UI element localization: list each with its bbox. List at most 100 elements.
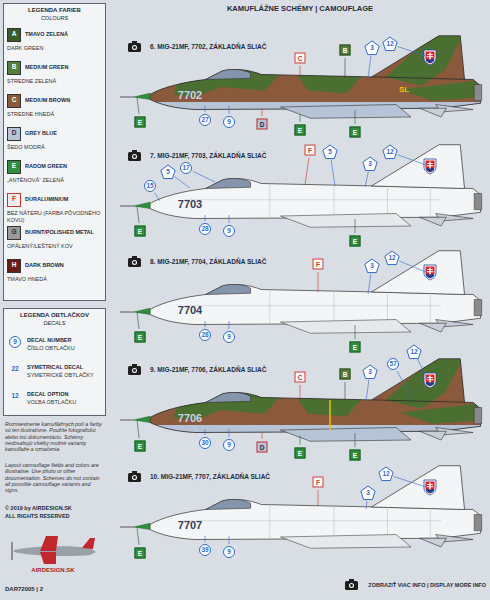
note-text: ALL RIGHTS RESERVED	[5, 513, 105, 520]
leader-line	[300, 114, 301, 122]
color-callout: E	[135, 548, 146, 559]
decal-callout: 28	[199, 223, 211, 235]
note-text: 8. MIG-21MF, 7704, ZÁKLADŇA SLIAČ	[150, 258, 266, 266]
decal-callout: 9	[223, 331, 235, 343]
leader-line	[137, 312, 139, 329]
legend-text: DURALUMINIUM	[25, 196, 68, 203]
camera-icon	[128, 150, 141, 161]
coat-of-arms	[424, 265, 436, 280]
color-callout: D	[257, 119, 268, 130]
legend-text: SYMETRICAL DECAL	[27, 364, 83, 371]
color-callout: C	[295, 372, 306, 383]
color-callout: E	[295, 125, 306, 136]
color-callout: F	[313, 477, 324, 488]
leader-line	[154, 193, 160, 201]
leader-line	[262, 108, 263, 116]
leader-line	[205, 106, 206, 112]
note-text: TMAVO HNEDÁ	[7, 276, 104, 283]
aircraft-profile	[120, 355, 484, 443]
leader-line	[137, 527, 139, 545]
pentagon-outline	[361, 486, 375, 500]
decal-callout: 3	[361, 486, 375, 500]
leader-line	[137, 420, 139, 438]
decal-callout: 39	[199, 544, 211, 556]
color-callout: E	[135, 226, 146, 237]
leader-line	[398, 155, 426, 165]
leader-line	[229, 536, 230, 544]
color-callout: E	[135, 332, 146, 343]
color-callout: B	[340, 45, 351, 56]
legend-text: BURNT/POLISHED METAL	[25, 229, 94, 236]
swatch-letter: B	[7, 61, 21, 75]
swatch-letter: A	[7, 28, 21, 42]
note-text: STREDNE ZELENÁ	[7, 78, 104, 85]
leader-line	[366, 380, 369, 401]
pentagon-outline	[383, 145, 397, 159]
pentagon-outline	[365, 259, 379, 273]
color-callout: E	[295, 448, 306, 459]
leader-line	[229, 106, 230, 114]
swatch-letter: E	[7, 160, 21, 174]
note-text: VOĽBA OBTLAČKU	[27, 399, 105, 406]
note-text: „ANTÉNOVÁ“ ZELENÁ	[7, 177, 104, 184]
leader-line	[318, 490, 319, 506]
color-callout: D	[257, 442, 268, 453]
color-callout: E	[350, 127, 361, 138]
leader-line	[355, 433, 356, 447]
aircraft-profile	[120, 251, 482, 334]
note-text: DAR72005 | 2	[5, 586, 43, 593]
note-text: STREDNE HNEDÁ	[7, 111, 104, 118]
panel-heading: COLOURS	[4, 15, 105, 22]
color-callout: F	[313, 259, 324, 270]
decal-callout: 27	[199, 114, 211, 126]
camera-icon	[128, 256, 141, 267]
leader-line	[174, 177, 190, 188]
leader-line	[345, 382, 346, 401]
leader-line	[205, 429, 206, 435]
page-title: KAMUFLÁŽNE SCHÉMY | CAMOUFLAGE	[227, 4, 373, 13]
serial-number: 7704	[178, 304, 202, 317]
decal-callout: 9	[223, 225, 235, 237]
leader-line	[397, 371, 412, 398]
serial-number: 7706	[178, 412, 202, 425]
note-text: 9. MIG-21MF, 7706, ZÁKLADŇA SLIAČ	[150, 366, 266, 374]
note-text: ŠEDO MODRÁ	[7, 144, 104, 151]
leader-line	[368, 274, 371, 294]
leader-line	[229, 321, 230, 329]
pentagon-outline	[363, 365, 377, 379]
note-text: SL	[399, 85, 409, 95]
leader-line	[355, 325, 356, 339]
decal-callout: 9	[9, 336, 21, 348]
decal-callout: 22	[8, 362, 22, 376]
leader-line	[394, 476, 426, 487]
leader-line	[205, 321, 206, 327]
leader-line	[262, 432, 263, 439]
legend-text: MEDIUM GREEN	[25, 64, 68, 71]
note-text: © 2019 by AIRDESIGN.SK	[5, 505, 105, 512]
decal-callout: 9	[223, 116, 235, 128]
serial-number: 7702	[178, 89, 202, 102]
leader-line	[331, 160, 335, 186]
swatch-letter: H	[7, 259, 21, 273]
pentagon-outline	[379, 467, 393, 481]
aircraft-profile	[120, 145, 482, 228]
leader-line	[137, 97, 139, 114]
pentagon-outline	[161, 165, 175, 179]
decal-callout: 28	[199, 329, 211, 341]
color-callout: E	[350, 342, 361, 353]
note-text: SYMETRICKÉ OBTLAČKY	[27, 372, 105, 379]
decal-callout: 12	[407, 345, 421, 359]
legend-text: DECAL OPTION	[27, 391, 68, 398]
note-text: ZOBRAZIŤ VIAC INFO | DISPLAY MORE INFO	[368, 582, 486, 589]
note-text: BEZ NÁTERU (FARBA PÔVODNÉHO KOVU)	[7, 210, 104, 223]
leader-line	[355, 219, 356, 233]
leader-line	[318, 272, 319, 292]
leader-line	[193, 171, 215, 182]
decal-callout: 3	[365, 41, 379, 55]
swatch-letter: F	[7, 193, 21, 207]
pentagon-outline	[323, 145, 337, 159]
camera-icon	[345, 579, 358, 590]
coat-of-arms	[424, 50, 436, 65]
leader-line	[398, 47, 426, 56]
